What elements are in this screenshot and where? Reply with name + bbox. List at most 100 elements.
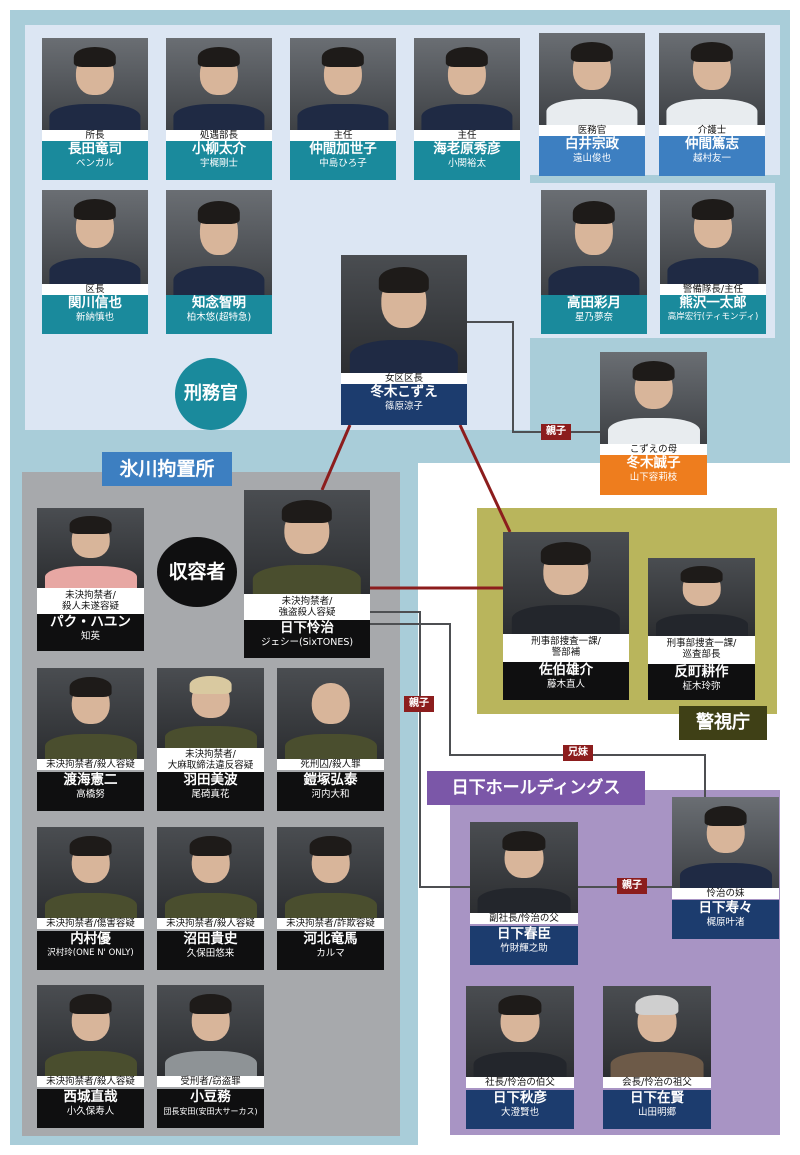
- actor-name: 柏木悠(超特急): [186, 312, 252, 323]
- actor-name: 久保田悠来: [186, 948, 235, 959]
- actor-name: 小久保寿人: [66, 1106, 115, 1117]
- actor-name: 山田明郷: [637, 1107, 676, 1118]
- portrait: [600, 352, 707, 444]
- person-card-fuyuki-mother: こずえの母 冬木誠子山下容莉枝: [600, 352, 707, 495]
- portrait: [37, 668, 144, 759]
- role-label: 未決拘禁者/ 大麻取締法違反容疑: [157, 748, 264, 773]
- person-card-usui: 医務官 白井宗政遠山俊也: [539, 33, 645, 176]
- person-card-takada: 高田彩月星乃夢奈: [541, 190, 647, 334]
- role-label: 未決拘禁者/殺人容疑: [157, 918, 264, 929]
- portrait: [157, 985, 264, 1076]
- person-card-park: 未決拘禁者/ 殺人未遂容疑 パク・ハユン知英: [37, 508, 144, 651]
- role-label: 会長/怜治の祖父: [603, 1077, 711, 1088]
- character-name: 日下在賢: [630, 1090, 684, 1106]
- actor-name: 越村友一: [692, 153, 731, 164]
- actor-name: 新納慎也: [75, 312, 114, 323]
- portrait: [290, 38, 396, 130]
- character-name: 佐伯雄介: [539, 662, 593, 678]
- portrait: [470, 822, 578, 913]
- role-label: 未決拘禁者/殺人容疑: [37, 1076, 144, 1087]
- actor-name: 梶原叶渚: [706, 917, 745, 928]
- group-label-detention: 氷川拘置所: [102, 452, 232, 486]
- actor-name: 小関裕太: [447, 158, 486, 169]
- character-name: 日下怜治: [280, 620, 334, 636]
- character-name: 仲間篤志: [685, 136, 739, 152]
- role-label: 主任: [290, 130, 396, 141]
- character-name: 日下春臣: [497, 926, 551, 942]
- role-label: 所長: [42, 130, 148, 141]
- portrait: [341, 255, 467, 373]
- actor-name: カルマ: [316, 948, 345, 959]
- actor-name: 高橋努: [76, 789, 105, 800]
- character-name: 羽田美波: [183, 772, 238, 788]
- portrait: [503, 532, 629, 634]
- role-label: 受刑者/窃盗罪: [157, 1076, 264, 1087]
- actor-name: 篠原涼子: [384, 401, 423, 412]
- portrait: [37, 827, 144, 918]
- portrait: [42, 190, 148, 284]
- guards-area: [25, 25, 780, 175]
- person-card-ebihara: 主任 海老原秀彦小関裕太: [414, 38, 520, 180]
- line-fuyuki-kusaka: [320, 424, 352, 491]
- character-name: 冬木こずえ: [370, 384, 438, 400]
- person-card-fuyuki: 女区区長 冬木こずえ篠原涼子: [341, 255, 467, 425]
- line-fuyuki-saeki: [458, 424, 512, 533]
- portrait: [466, 986, 574, 1077]
- character-name: 海老原秀彦: [433, 141, 501, 157]
- role-label: 処遇部長: [166, 130, 272, 141]
- person-card-gaizuka: 死刑囚/殺人罪 鎧塚弘泰河内大和: [277, 668, 384, 811]
- role-label: 未決拘禁者/ 強盗殺人容疑: [244, 594, 370, 622]
- person-card-sorimachi: 刑事部捜査一課/ 巡査部長 反町耕作柾木玲弥: [648, 558, 755, 700]
- portrait: [648, 558, 755, 636]
- portrait: [659, 33, 765, 125]
- character-name: パク・ハユン: [50, 614, 131, 630]
- person-card-kawakita: 未決拘禁者/詐欺容疑 河北竜馬カルマ: [277, 827, 384, 970]
- portrait: [672, 797, 779, 888]
- group-label-holdings: 日下ホールディングス: [427, 771, 645, 805]
- person-card-tokai: 未決拘禁者/殺人容疑 渡海憲二高橋努: [37, 668, 144, 811]
- character-name: 高田彩月: [567, 295, 621, 311]
- role-label: 区長: [42, 284, 148, 295]
- character-name: 知念智明: [192, 295, 246, 311]
- character-name: 小豆務: [190, 1089, 231, 1105]
- actor-name: 山下容莉枝: [629, 472, 678, 483]
- person-card-kumazawa: 警備隊長/主任 熊沢一太郎高岸宏行(ティモンディ): [660, 190, 766, 334]
- actor-name: 藤木直人: [546, 679, 585, 690]
- line-kusaka-father: [370, 611, 470, 888]
- role-label: 未決拘禁者/傷害容疑: [37, 918, 144, 929]
- actor-name: 沢村玲(ONE N' ONLY): [47, 948, 134, 958]
- line-fuyuki-mother: [467, 321, 600, 433]
- role-label: 主任: [414, 130, 520, 141]
- person-card-kusaka-suzu: 怜治の妹 日下寿々梶原叶渚: [672, 797, 779, 939]
- portrait: [541, 190, 647, 295]
- person-card-saeki: 刑事部捜査一課/ 警部補 佐伯雄介藤木直人: [503, 532, 629, 700]
- character-name: 渡海憲二: [63, 772, 118, 788]
- portrait: [277, 827, 384, 918]
- role-label: こずえの母: [600, 444, 707, 455]
- person-card-nagata: 所長 長田竜司ベンガル: [42, 38, 148, 180]
- character-name: 沼田貴史: [183, 931, 238, 947]
- portrait: [166, 38, 272, 130]
- role-label: 未決拘禁者/詐欺容疑: [277, 918, 384, 929]
- role-label: 刑事部捜査一課/ 巡査部長: [648, 636, 755, 664]
- person-card-uchimura: 未決拘禁者/傷害容疑 内村優沢村玲(ONE N' ONLY): [37, 827, 144, 970]
- character-name: 関川信也: [68, 295, 122, 311]
- character-name: 長田竜司: [68, 141, 122, 157]
- portrait: [414, 38, 520, 130]
- person-card-kusaka-reiji: 未決拘禁者/ 強盗殺人容疑 日下怜治ジェシー(SixTONES): [244, 490, 370, 658]
- portrait: [42, 38, 148, 130]
- character-name: 河北竜馬: [303, 931, 358, 947]
- character-name: 日下寿々: [698, 900, 753, 916]
- actor-name: 大澄賢也: [500, 1107, 539, 1118]
- portrait: [157, 827, 264, 918]
- actor-name: 中島ひろ子: [319, 158, 367, 169]
- actor-name: 柾木玲弥: [682, 681, 721, 692]
- role-label: 警備隊長/主任: [660, 284, 766, 295]
- role-label: 女区区長: [341, 373, 467, 384]
- portrait: [37, 508, 144, 588]
- portrait: [660, 190, 766, 284]
- portrait: [539, 33, 645, 125]
- actor-name: 宇梶剛士: [199, 158, 238, 169]
- portrait: [244, 490, 370, 594]
